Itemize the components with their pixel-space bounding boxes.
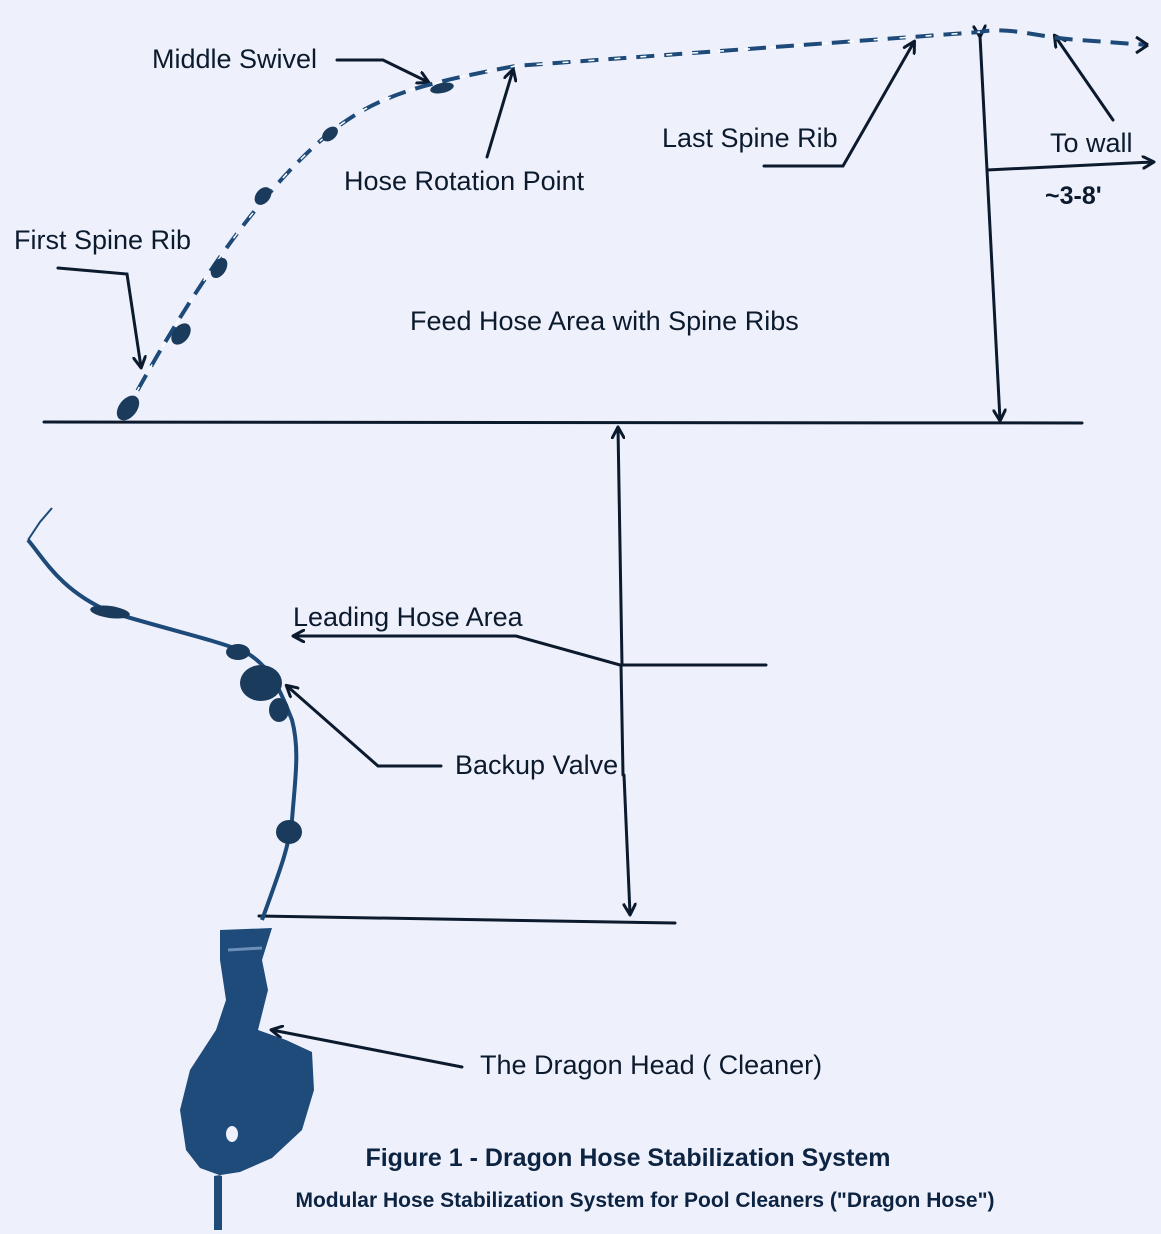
leading-hose-dimension-upper (618, 428, 622, 667)
cleaner-reference-line (257, 914, 677, 925)
to-wall-label: To wall (1050, 128, 1133, 158)
last-spine-rib-label: Last Spine Rib (662, 123, 838, 153)
spine-rib (116, 395, 140, 421)
to-wall-arrow (985, 162, 1153, 172)
leading-hose-leader (294, 636, 768, 667)
feed-hose-area-label: Feed Hose Area with Spine Ribs (410, 306, 799, 336)
dragon-head-cleaner (180, 928, 314, 1230)
first-spine-rib-leader (56, 266, 141, 367)
backup-valve-label: Backup Valve (455, 750, 619, 780)
hose-rotation-point-label: Hose Rotation Point (344, 166, 585, 196)
spine-rib (322, 126, 338, 142)
hose-swivel (226, 644, 250, 660)
hose-swivel (276, 820, 302, 844)
middle-swivel-leader (335, 58, 428, 82)
distance-label: ~3-8' (1045, 182, 1102, 210)
hose-swivel (269, 698, 289, 722)
spine-rib (171, 323, 191, 345)
figure-title: Figure 1 - Dragon Hose Stabilization Sys… (365, 1144, 891, 1172)
first-spine-rib-label: First Spine Rib (14, 225, 192, 255)
middle-swivel-label: Middle Swivel (152, 44, 318, 74)
leading-hose-vertical-stem (619, 663, 625, 777)
dragon-head-leader (272, 1030, 464, 1069)
leading-hose-area-label: Leading Hose Area (293, 602, 523, 632)
pool-floor-line (42, 420, 1084, 425)
middle-swivel (430, 82, 454, 94)
leading-hose-dimension-lower (622, 773, 630, 914)
hose-swivel (90, 605, 130, 619)
feed-hose (116, 28, 1149, 421)
figure-subtitle: Modular Hose Stabilization System for Po… (295, 1189, 995, 1212)
leading-hose (26, 507, 302, 921)
hose-end-leader (1055, 36, 1115, 122)
last-spine-rib-leader (762, 42, 914, 168)
hose-rotation-leader (485, 70, 513, 159)
feed-hose-dimension-line (980, 36, 1000, 420)
spine-rib (254, 187, 272, 205)
dragon-head-label: The Dragon Head ( Cleaner) (480, 1050, 823, 1080)
spine-rib (210, 257, 228, 279)
backup-valve-leader (287, 686, 443, 768)
backup-valve (240, 665, 282, 701)
